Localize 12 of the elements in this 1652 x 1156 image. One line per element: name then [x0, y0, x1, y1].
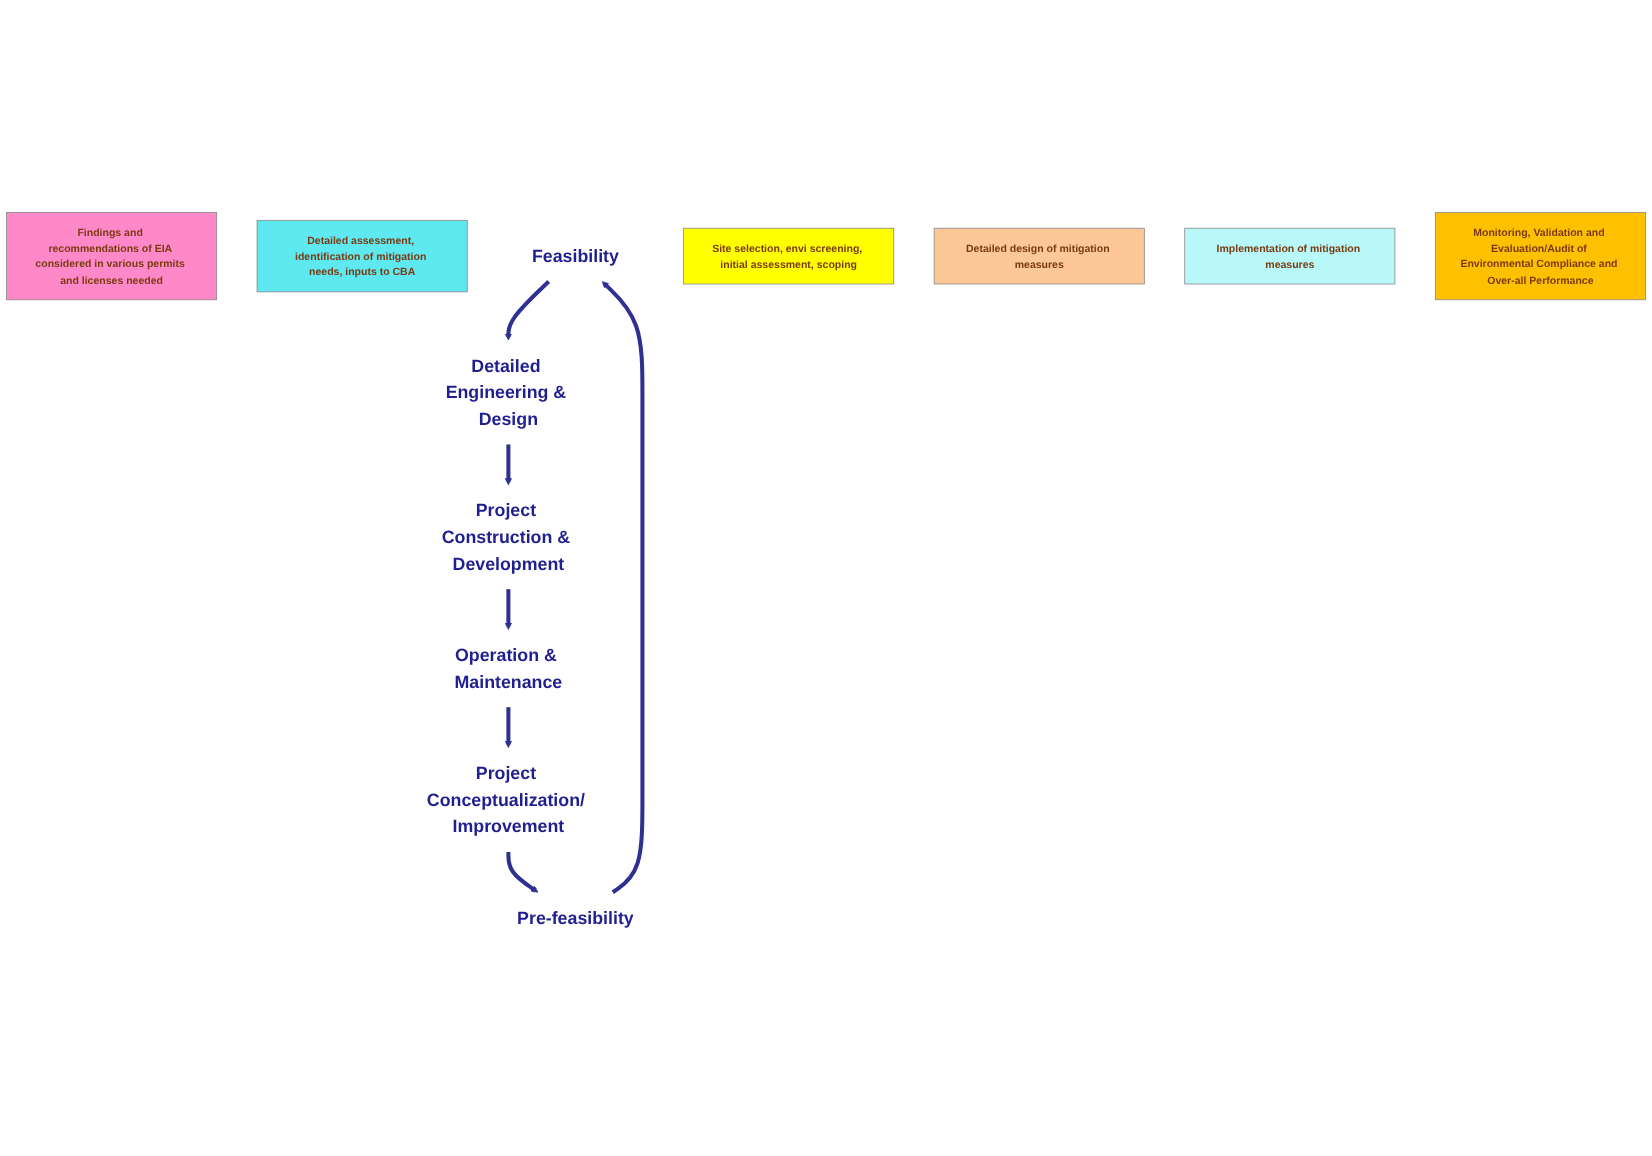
arrow: [504, 280, 551, 341]
node-text: Pre-feasibility: [517, 907, 634, 929]
node-text: Project Construction & Development: [441, 500, 571, 574]
arrow: [506, 852, 539, 893]
node-text: Operation & Maintenance: [454, 645, 563, 692]
node-text: Project Conceptualization/ Improvement: [426, 763, 585, 837]
node-text: Detailed Engineering & Design: [445, 355, 567, 430]
arrow: [601, 281, 645, 895]
arrow: [504, 707, 512, 749]
arrow: [504, 444, 512, 486]
arrow: [504, 589, 512, 631]
node-text: Feasibility: [531, 246, 619, 267]
